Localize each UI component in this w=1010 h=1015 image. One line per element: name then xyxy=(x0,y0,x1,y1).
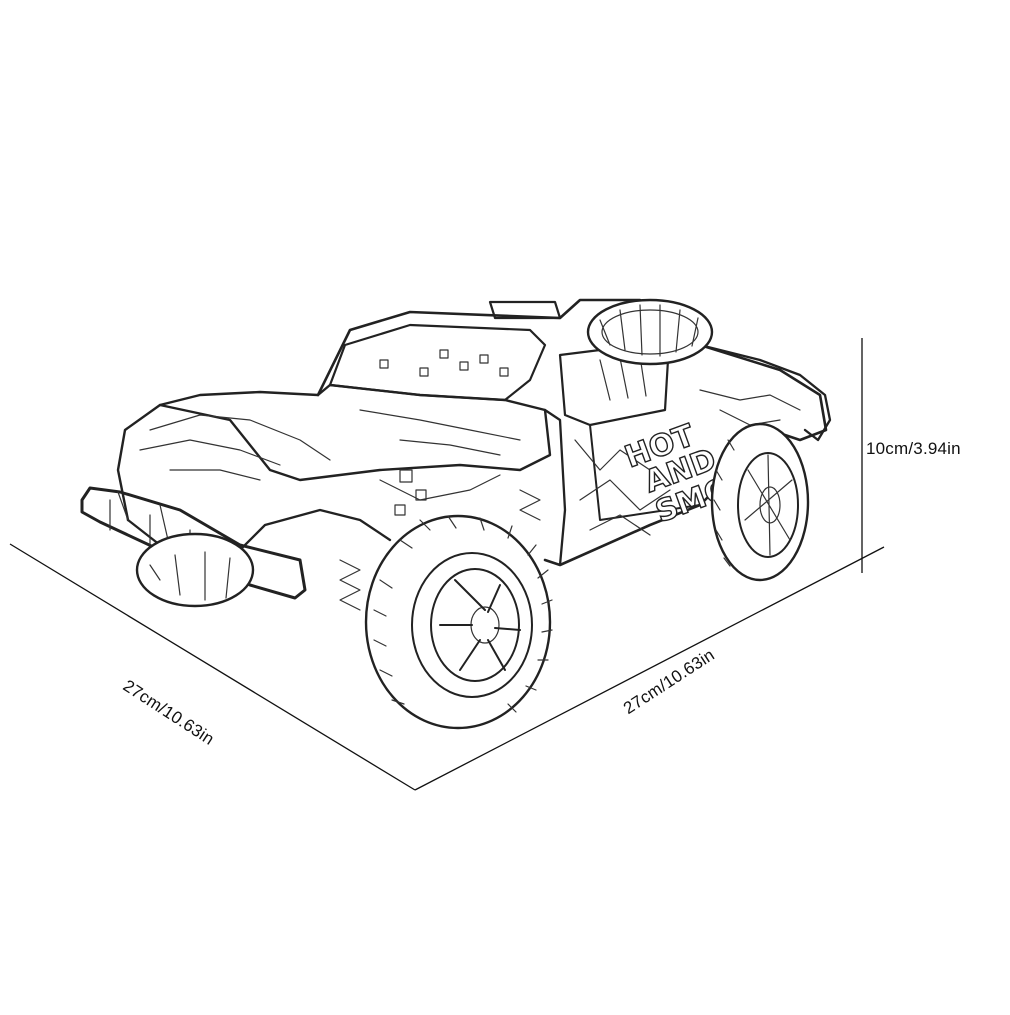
width-dimension-line xyxy=(414,546,885,791)
body-graphics xyxy=(139,349,801,536)
spare-tire xyxy=(586,298,714,366)
hood-front xyxy=(158,383,332,407)
front-right-wheel xyxy=(364,514,553,730)
height-label: 10cm/3.94in xyxy=(866,439,961,458)
front-left-wheel xyxy=(135,532,255,608)
rear-bed xyxy=(698,343,832,442)
door-line xyxy=(589,424,701,521)
suspension xyxy=(339,489,541,611)
rear-wheel xyxy=(710,422,810,582)
roof-spoiler xyxy=(488,300,562,320)
length-dimension-line xyxy=(9,543,416,791)
side-panel xyxy=(543,408,567,567)
dimension-lines xyxy=(9,338,885,791)
hood xyxy=(116,383,552,522)
